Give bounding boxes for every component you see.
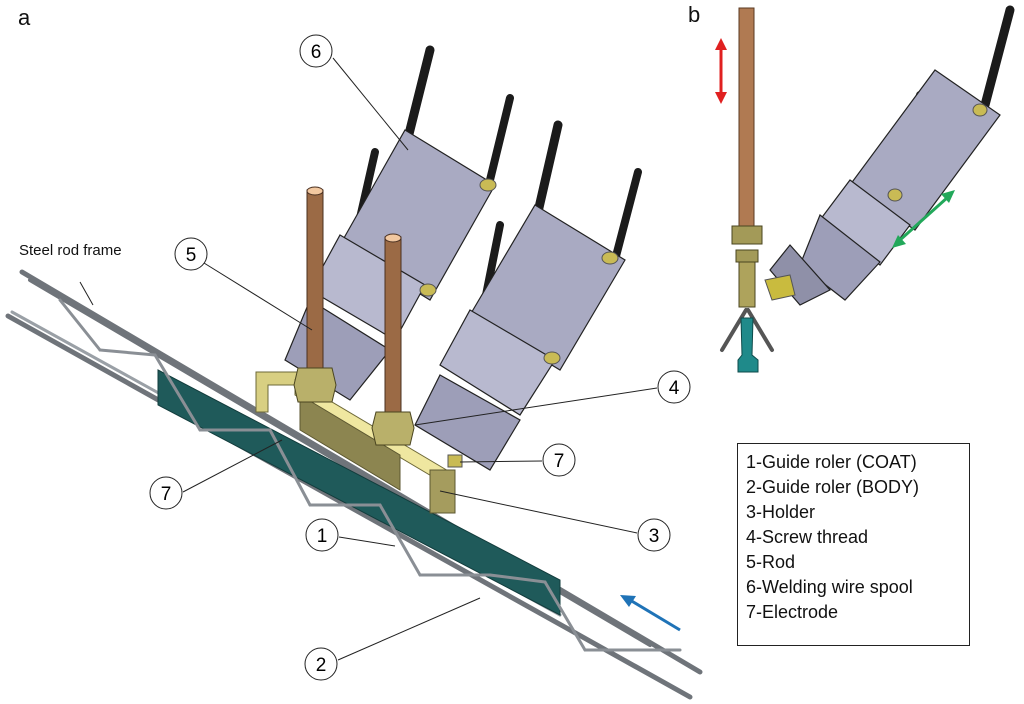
legend-item: 3-Holder [746, 502, 816, 522]
panel-b-label: b [688, 2, 701, 27]
callout-4: 4 [657, 370, 691, 404]
callout-2: 2 [304, 647, 338, 681]
svg-text:5: 5 [186, 245, 197, 266]
panel-a-label: a [18, 5, 31, 30]
callout-6: 6 [299, 34, 333, 68]
leader-lines [79, 57, 658, 661]
svg-text:2: 2 [316, 655, 327, 676]
legend-box: 1-Guide roler (COAT) 2-Guide roler (BODY… [737, 443, 970, 646]
callout-7-right: 7 [542, 443, 576, 477]
callout-3: 3 [637, 518, 671, 552]
legend-item: 7-Electrode [746, 602, 839, 622]
callout-1: 1 [305, 518, 339, 552]
legend-item: 4-Screw thread [746, 527, 869, 547]
svg-text:7: 7 [161, 484, 172, 505]
svg-text:7: 7 [554, 451, 565, 472]
legend-item: 5-Rod [746, 552, 796, 572]
legend-item: 2-Guide roler (BODY) [746, 477, 920, 497]
panel-b-drawing [715, 5, 1015, 373]
steel-rod-frame-label: Steel rod frame [19, 242, 122, 259]
svg-text:1: 1 [317, 526, 328, 547]
legend-item: 6-Welding wire spool [746, 577, 913, 597]
rod-left [293, 186, 337, 403]
callout-5: 5 [174, 237, 208, 271]
callout-7-left: 7 [149, 476, 183, 510]
rod-right [371, 233, 415, 446]
truss-diagonals [58, 298, 682, 652]
guide-roller-web [157, 369, 561, 616]
travel-direction-arrow [620, 595, 681, 632]
welding-wire-spool-right [414, 120, 642, 471]
svg-text:4: 4 [669, 378, 680, 399]
legend-item: 1-Guide roler (COAT) [746, 452, 917, 472]
svg-text:6: 6 [311, 42, 322, 63]
svg-text:3: 3 [649, 526, 660, 547]
